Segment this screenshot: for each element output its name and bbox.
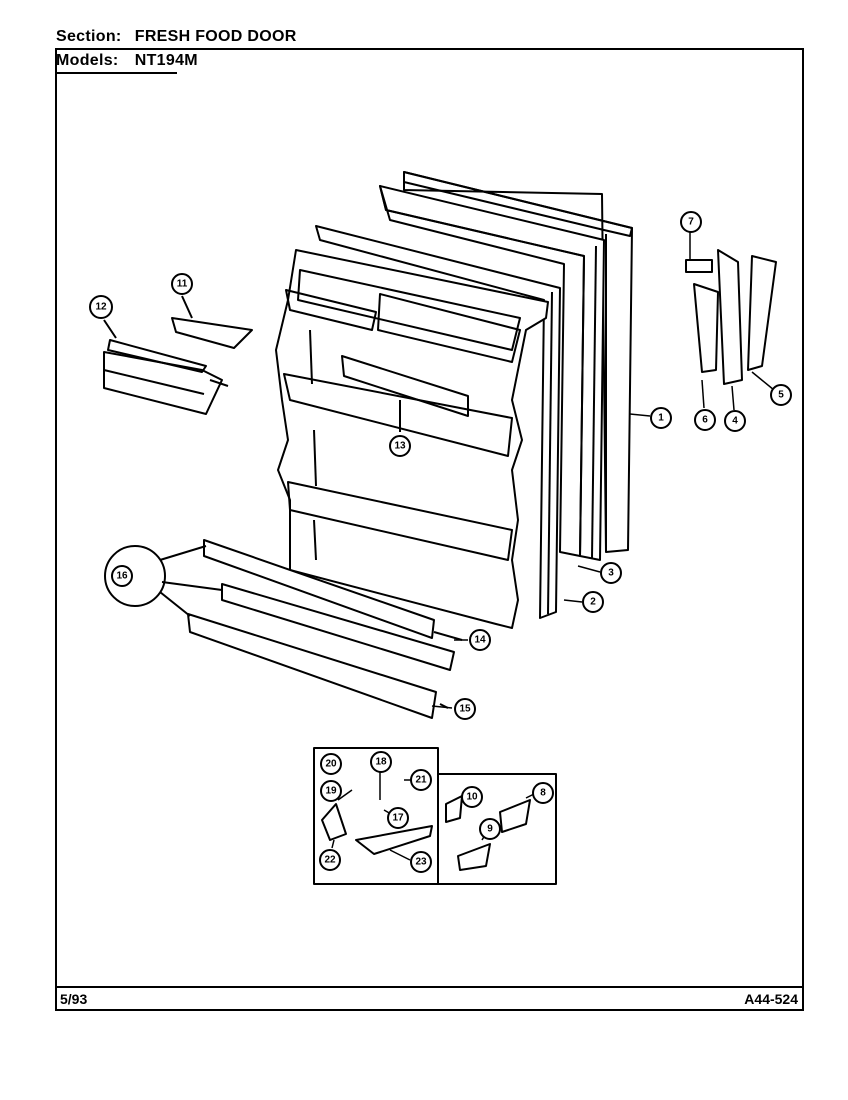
end-cap-detail: [104, 545, 223, 617]
callout-15: 15: [454, 698, 476, 720]
section-label: Section:: [56, 28, 122, 45]
footer-part-code: A44-524: [744, 991, 798, 1007]
models-label: Models:: [56, 52, 119, 69]
callout-5: 5: [770, 384, 792, 406]
svg-text:22: 22: [324, 855, 336, 866]
dairy-cover: [171, 295, 253, 349]
svg-text:15: 15: [459, 704, 471, 715]
models-underline: [55, 72, 177, 74]
svg-text:16: 16: [116, 571, 128, 582]
svg-text:10: 10: [466, 792, 478, 803]
svg-text:12: 12: [95, 302, 107, 313]
models-header: Models: NT194M: [56, 52, 198, 70]
callout-3: 3: [600, 562, 622, 584]
callout-17: 17: [387, 807, 409, 829]
callout-8: 8: [532, 782, 554, 804]
callout-23: 23: [410, 851, 432, 873]
svg-text:4: 4: [732, 416, 738, 427]
svg-text:3: 3: [608, 568, 614, 579]
svg-text:6: 6: [702, 415, 708, 426]
callout-7: 7: [680, 211, 702, 233]
svg-text:1: 1: [658, 413, 664, 424]
callout-6: 6: [694, 409, 716, 431]
svg-text:20: 20: [325, 759, 337, 770]
callout-10: 10: [461, 786, 483, 808]
svg-text:21: 21: [415, 775, 427, 786]
svg-text:17: 17: [392, 813, 404, 824]
svg-text:5: 5: [778, 390, 784, 401]
callout-13: 13: [389, 435, 411, 457]
models-value: NT194M: [134, 52, 198, 69]
footer-divider: [55, 986, 804, 988]
dairy-compartment: [103, 319, 229, 415]
svg-text:18: 18: [375, 757, 387, 768]
door-shelf-bars: [187, 539, 463, 719]
door-gasket: [379, 185, 605, 561]
callout-18: 18: [370, 751, 392, 773]
callout-14: 14: [469, 629, 491, 651]
callout-9: 9: [479, 818, 501, 840]
liner-with-shelves: [275, 249, 549, 629]
callout-19: 19: [320, 780, 342, 802]
svg-text:14: 14: [474, 635, 486, 646]
svg-text:11: 11: [177, 279, 188, 290]
callout-2: 2: [582, 591, 604, 613]
svg-text:7: 7: [688, 217, 694, 228]
callout-21: 21: [410, 769, 432, 791]
door-outer-panel: [403, 171, 633, 553]
hinge-covers: [685, 249, 777, 385]
callout-12: 12: [89, 295, 113, 319]
svg-text:19: 19: [325, 786, 337, 797]
hardware-kit-box: [313, 747, 557, 885]
door-liner: [315, 225, 561, 619]
callout-20: 20: [320, 753, 342, 775]
svg-text:8: 8: [540, 788, 546, 799]
callout-16: 16: [111, 565, 133, 587]
section-header: Section: FRESH FOOD DOOR: [56, 28, 297, 46]
section-value: FRESH FOOD DOOR: [134, 28, 297, 45]
svg-text:13: 13: [394, 441, 406, 452]
footer-date: 5/93: [60, 991, 88, 1007]
callout-22: 22: [319, 849, 341, 871]
callout-1: 1: [650, 407, 672, 429]
svg-text:2: 2: [590, 597, 596, 608]
callout-11: 11: [171, 273, 193, 295]
callout-4: 4: [724, 410, 746, 432]
svg-text:9: 9: [487, 824, 493, 835]
diagram-frame: [55, 48, 804, 1011]
svg-text:23: 23: [415, 857, 427, 868]
